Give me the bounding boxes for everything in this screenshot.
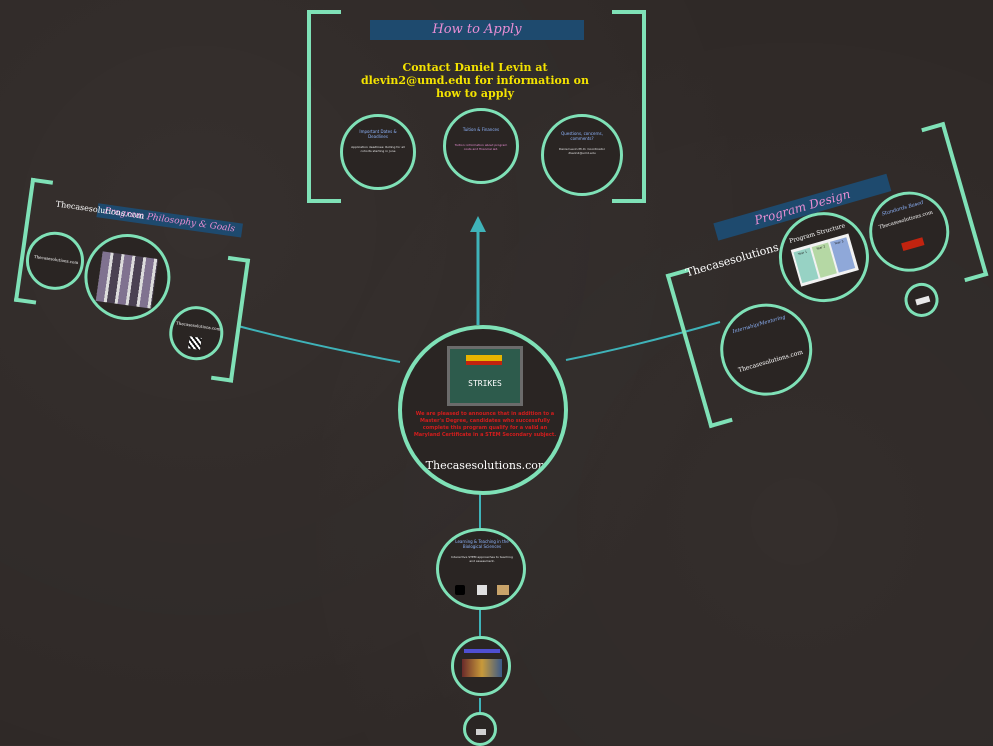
philosophy-small-watermark-2: Thecasesolutions.com (175, 320, 221, 332)
internship-title: Internship/Mentoring (731, 314, 787, 336)
apply-deadlines-title: Important Dates & Deadlines (359, 129, 397, 139)
philosophy-watermark: Thecasesolutions.com (55, 199, 145, 221)
center-red-text: We are pleased to announce that in addit… (413, 411, 557, 438)
internship-circle[interactable]: Internship/Mentoring Thecasesolutions.co… (709, 292, 824, 407)
philosophy-small-watermark-1: Thecasesolutions.com (33, 253, 79, 266)
bottom-image (462, 659, 502, 677)
apply-tuition-title: Tuition & Finances (462, 127, 500, 132)
small-image (915, 295, 931, 306)
apply-questions-body: Daniel Levin Ph.D. Coordinator dlevin2@u… (559, 147, 605, 155)
learning-circle[interactable]: Learning & Teaching in the Biological Sc… (436, 528, 526, 610)
apply-questions-circle[interactable]: Questions, concerns, comments? Daniel Le… (541, 114, 623, 196)
bottom-icon (476, 729, 486, 735)
apply-right-bracket (612, 10, 646, 203)
learning-title: Learning & Teaching in the Biological Sc… (455, 539, 509, 549)
qr-code-icon (188, 336, 202, 350)
apply-questions-title: Questions, concerns, comments? (561, 131, 603, 141)
chalkboard-image: STRIKES (447, 346, 523, 406)
board-title: STRIKES (468, 379, 502, 388)
learning-icon-tan (497, 585, 509, 595)
standards-image (901, 237, 925, 252)
apply-deadlines-circle[interactable]: Important Dates & Deadlines Application … (340, 114, 416, 190)
apply-title: How to Apply (432, 22, 522, 37)
apply-deadlines-body: Application deadlines: Rolling for all c… (351, 145, 405, 153)
learning-icon-white (477, 585, 487, 595)
philosophy-panel: Program Philosophy & Goals Thecasesoluti… (7, 177, 261, 384)
apply-tuition-body: Tuition: information about program costs… (454, 143, 508, 151)
bottom-circle-2[interactable] (451, 636, 511, 696)
board-strip-dark (466, 361, 502, 365)
bottom-title-strip (464, 649, 500, 653)
apply-title-banner: How to Apply (370, 20, 584, 40)
learning-icon-black (455, 585, 465, 595)
apply-contact-text: Contact Daniel Levin at dlevin2@umd.edu … (360, 61, 590, 100)
internship-watermark: Thecasesolutions.com (737, 348, 804, 374)
apply-left-bracket (307, 10, 341, 203)
center-watermark: Thecasesolutions.com (425, 459, 549, 472)
bottom-circle-3[interactable] (463, 712, 497, 746)
philosophy-photo-circle[interactable] (78, 228, 176, 326)
board-strip (466, 355, 502, 361)
center-circle[interactable]: STRIKES We are pleased to announce that … (398, 325, 568, 495)
apply-tuition-circle[interactable]: Tuition & Finances Tuition: information … (443, 108, 519, 184)
design-small-circle[interactable] (900, 278, 943, 321)
learning-body: Interactive STEM approaches to teaching … (451, 555, 513, 563)
photo-grid (95, 251, 159, 309)
